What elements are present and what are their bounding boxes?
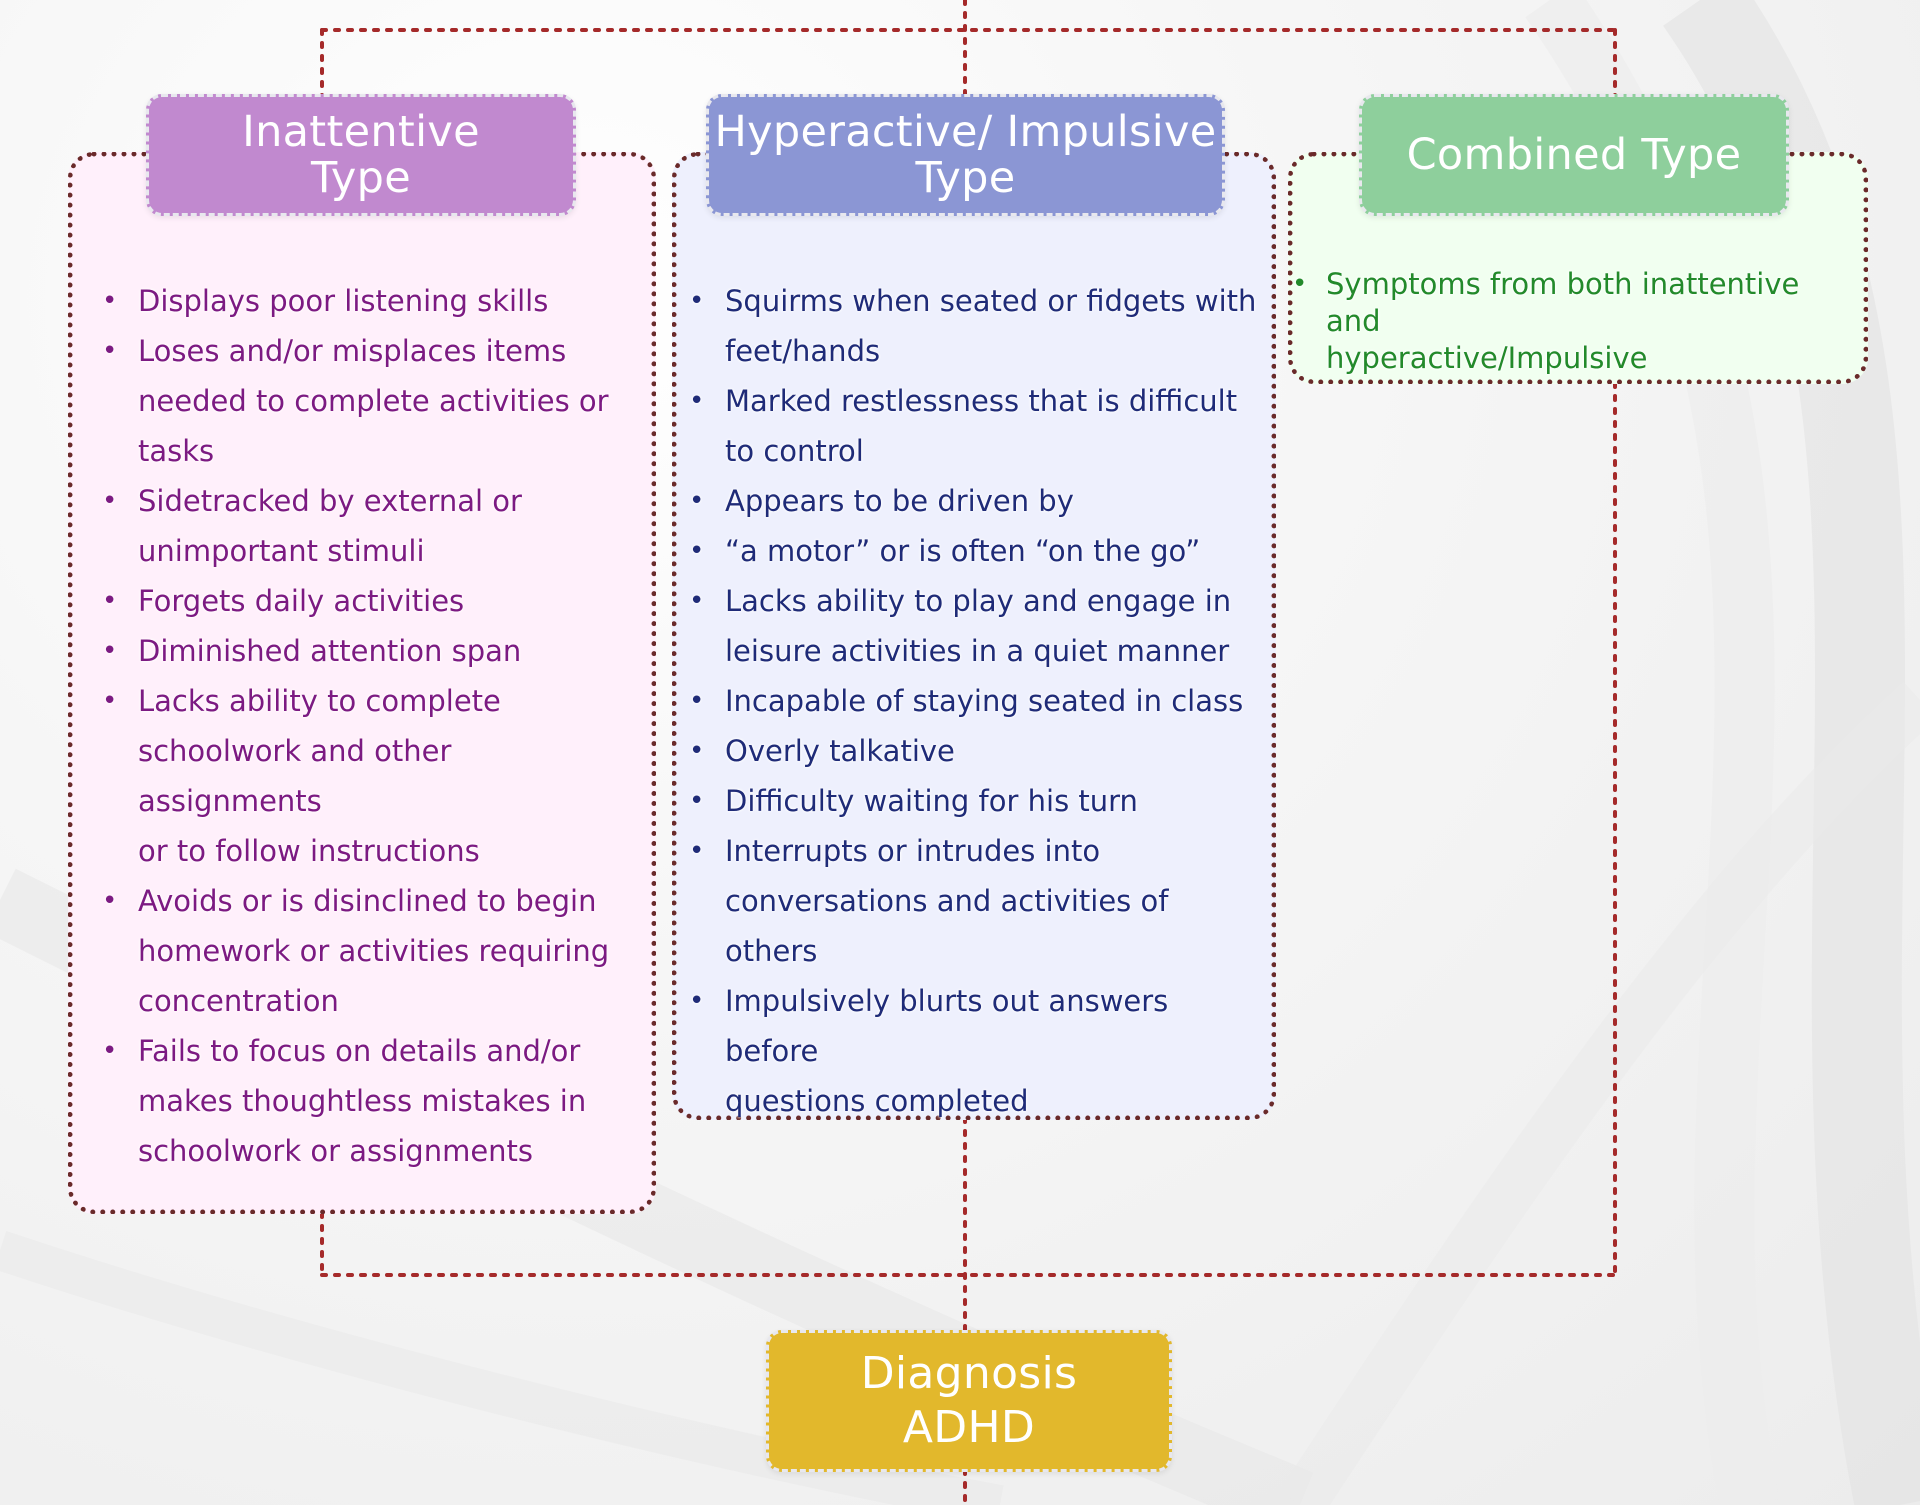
bullet-icon: • (102, 336, 118, 366)
inattentive-symptom-text-line: tasks (138, 434, 215, 468)
inattentive-symptom-item: • Diminished attention span (102, 626, 642, 676)
hyperactive-title-line1: Hyperactive/ Impulsive (714, 107, 1217, 157)
inattentive-symptom-text-line: concentration (138, 984, 339, 1018)
diagnosis-box: Diagnosis ADHD (766, 1330, 1172, 1472)
inattentive-symptom-item: • Lacks ability to complete schoolwork and… (102, 676, 642, 876)
inattentive-symptom-text-line: Diminished attention span (138, 634, 522, 668)
inattentive-symptom-text-line: unimportant stimuli (138, 534, 425, 568)
bullet-icon: • (689, 736, 705, 766)
hyperactive-symptom-text-line: to control (725, 434, 864, 468)
bullet-icon: • (689, 536, 705, 566)
combined-header: Combined Type (1359, 94, 1789, 216)
diagnosis-title-line2: ADHD (902, 1402, 1036, 1453)
inattentive-symptom-item: • Forgets daily activities (102, 576, 642, 626)
hyperactive-symptom-text-line: questions completed (725, 1084, 1029, 1118)
hyperactive-symptom-text-line: Appears to be driven by (725, 484, 1074, 518)
hyperactive-header: Hyperactive/ Impulsive Type (706, 94, 1225, 216)
bullet-icon: • (689, 836, 705, 866)
inattentive-symptom-text-line: Displays poor listening skills (138, 284, 549, 318)
inattentive-symptom-item: • Fails to focus on details and/or makes t… (102, 1026, 642, 1176)
hyperactive-symptom-text-line: others (725, 934, 818, 968)
hyperactive-symptom-text-line: Squirms when seated or fidgets with (725, 284, 1257, 318)
hyperactive-symptom-item: • Marked restlessness that is difficult to… (689, 376, 1269, 476)
inattentive-symptom-text-line: Loses and/or misplaces items (138, 334, 567, 368)
inattentive-symptom-text-line: Lacks ability to complete (138, 684, 501, 718)
hyperactive-symptom-item: • Interrupts or intrudes into conversation… (689, 826, 1269, 976)
hyperactive-symptom-item: • Difficulty waiting for his turn (689, 776, 1269, 826)
inattentive-symptom-text-line: homework or activities requiring (138, 934, 610, 968)
inattentive-symptom-text-line: Forgets daily activities (138, 584, 465, 618)
hyperactive-symptom-text-line: Interrupts or intrudes into (725, 834, 1101, 868)
bullet-icon: • (102, 286, 118, 316)
bullet-icon: • (1292, 269, 1308, 299)
bullet-icon: • (689, 386, 705, 416)
inattentive-symptom-list: • Displays poor listening skills • Loses an… (102, 276, 642, 1176)
hyperactive-symptom-item: • “a motor” or is often “on the go” (689, 526, 1269, 576)
hyperactive-symptom-text-line: Overly talkative (725, 734, 955, 768)
bullet-icon: • (102, 486, 118, 516)
inattentive-symptom-text-line: Avoids or is disinclined to begin (138, 884, 597, 918)
hyperactive-symptom-text-line: feet/hands (725, 334, 881, 368)
hyperactive-symptom-text-line: conversations and activities of (725, 884, 1169, 918)
hyperactive-title-line2: Type (915, 153, 1016, 203)
bullet-icon: • (689, 286, 705, 316)
bullet-icon: • (102, 886, 118, 916)
bullet-icon: • (689, 786, 705, 816)
hyperactive-symptom-text-line: Incapable of staying seated in class (725, 684, 1244, 718)
hyperactive-symptom-item: • Appears to be driven by (689, 476, 1269, 526)
inattentive-header: Inattentive Type (146, 94, 576, 216)
inattentive-symptom-item: • Sidetracked by external or unimportant s… (102, 476, 642, 576)
hyperactive-symptom-text-line: Lacks ability to play and engage in (725, 584, 1232, 618)
hyperactive-symptom-item: • Incapable of staying seated in class (689, 676, 1269, 726)
inattentive-symptom-text-line: needed to complete activities or (138, 384, 609, 418)
hyperactive-panel (672, 152, 1276, 1120)
diagnosis-title-line1: Diagnosis (860, 1348, 1078, 1399)
hyperactive-symptom-item: • Lacks ability to play and engage in leis… (689, 576, 1269, 676)
inattentive-symptom-item: • Displays poor listening skills (102, 276, 642, 326)
hyperactive-symptom-text-line: Impulsively blurts out answers before (725, 984, 1169, 1068)
inattentive-symptom-item: • Avoids or is disinclined to begin homewo… (102, 876, 642, 1026)
bullet-icon: • (689, 986, 705, 1016)
hyperactive-symptom-text-line: Marked restlessness that is difficult (725, 384, 1238, 418)
inattentive-symptom-text-line: Fails to focus on details and/or (138, 1034, 581, 1068)
inattentive-symptom-text-line: schoolwork and other assignments (138, 734, 452, 818)
inattentive-title-line2: Type (311, 153, 411, 203)
combined-symptom-text-line: Symptoms from both inattentive and (1326, 267, 1800, 338)
inattentive-symptom-text-line: makes thoughtless mistakes in (138, 1084, 587, 1118)
hyperactive-symptom-item: • Impulsively blurts out answers before qu… (689, 976, 1269, 1126)
bullet-icon: • (102, 686, 118, 716)
bullet-icon: • (102, 586, 118, 616)
hyperactive-symptom-text-line: Difficulty waiting for his turn (725, 784, 1138, 818)
hyperactive-symptom-item: • Overly talkative (689, 726, 1269, 776)
inattentive-symptom-text-line: or to follow instructions (138, 834, 480, 868)
bullet-icon: • (689, 486, 705, 516)
hyperactive-symptom-text-line: leisure activities in a quiet manner (725, 634, 1230, 668)
inattentive-symptom-text-line: schoolwork or assignments (138, 1134, 534, 1168)
hyperactive-symptom-item: • Squirms when seated or fidgets with feet… (689, 276, 1269, 376)
bullet-icon: • (689, 586, 705, 616)
hyperactive-symptom-list: • Squirms when seated or fidgets with feet… (689, 276, 1269, 1126)
combined-title: Combined Type (1406, 130, 1742, 180)
inattentive-symptom-item: • Loses and/or misplaces items needed to c… (102, 326, 642, 476)
bullet-icon: • (689, 686, 705, 716)
inattentive-symptom-text-line: Sidetracked by external or (138, 484, 522, 518)
combined-symptom-text-line: hyperactive/Impulsive (1326, 341, 1648, 375)
bullet-icon: • (102, 1036, 118, 1066)
hyperactive-symptom-text-line: “a motor” or is often “on the go” (725, 534, 1201, 568)
bullet-icon: • (102, 636, 118, 666)
inattentive-title-line1: Inattentive (242, 107, 480, 157)
